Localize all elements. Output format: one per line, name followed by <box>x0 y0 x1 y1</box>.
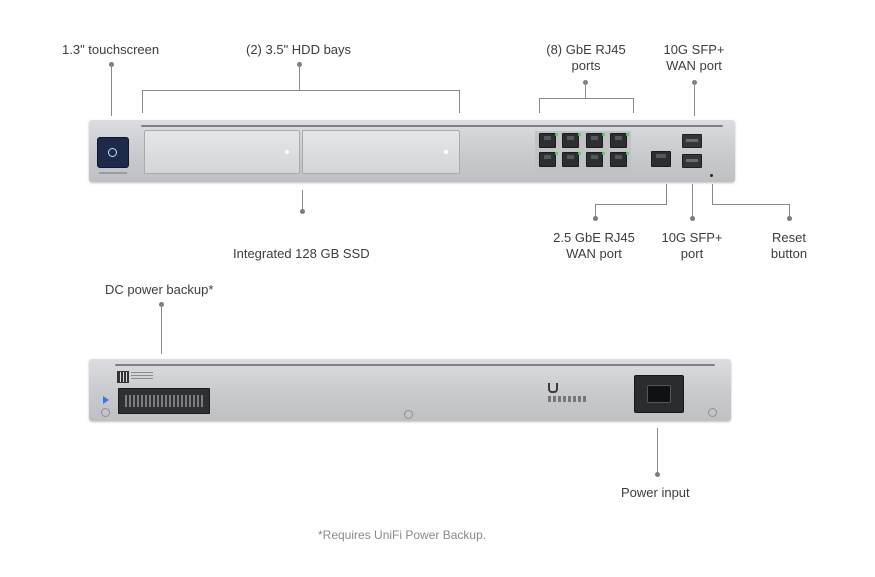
dc-power-connector[interactable] <box>118 388 210 414</box>
rear-screw-right <box>708 408 717 417</box>
hdd-bays-leader <box>299 64 300 90</box>
screen-ring-icon <box>108 148 117 157</box>
gbe-port-2[interactable] <box>562 133 581 148</box>
hdd-bays-label: (2) 3.5" HDD bays <box>246 42 352 57</box>
gbe-ports-leader <box>585 82 586 98</box>
rj45-wan-leader-v2 <box>595 204 596 218</box>
gbe-port-1[interactable] <box>539 133 558 148</box>
reset-leader-h <box>712 204 790 205</box>
iec-inlet-graphic <box>647 385 671 403</box>
front-panel <box>89 120 735 182</box>
connector-pins-graphic <box>125 395 203 407</box>
hdd-bay-1-led <box>285 150 289 154</box>
power-input-label: Power input <box>621 485 690 500</box>
reset-label: Reset button <box>770 230 808 261</box>
reset-leader-dot <box>787 216 792 221</box>
rj45-wan-leader-v <box>666 184 667 204</box>
gbe-port-6[interactable] <box>562 152 581 167</box>
reset-leader-v2 <box>789 204 790 218</box>
rear-screw-left <box>101 408 110 417</box>
sfp-wan-label: 10G SFP+ WAN port <box>663 42 725 73</box>
sfp-port-leader <box>692 184 693 218</box>
model-badge-graphic <box>99 172 127 174</box>
gbe-port-4[interactable] <box>610 133 629 148</box>
ssd-leader-dot <box>300 209 305 214</box>
gbe-ports-label: (8) GbE RJ45 ports <box>546 42 626 73</box>
dc-backup-leader <box>161 304 162 354</box>
rj45-wan-label: 2.5 GbE RJ45 WAN port <box>553 230 635 261</box>
gbe-port-7[interactable] <box>586 152 605 167</box>
ubiquiti-u-icon <box>548 383 558 393</box>
hdd-bay-2-led <box>444 150 448 154</box>
hdd-bay-1[interactable] <box>144 130 300 174</box>
ssd-label: Integrated 128 GB SSD <box>233 246 370 261</box>
front-groove <box>141 125 723 127</box>
rear-panel <box>89 359 731 421</box>
hdd-bay-2[interactable] <box>302 130 460 174</box>
gbe-port-5[interactable] <box>539 152 558 167</box>
sfp-wan-leader <box>694 82 695 116</box>
rear-screw-center <box>404 410 413 419</box>
reset-button[interactable] <box>710 174 713 177</box>
footnote: *Requires UniFi Power Backup. <box>318 528 487 542</box>
sfp-port-leader-dot <box>690 216 695 221</box>
touchscreen-leader <box>111 64 112 116</box>
touchscreen-display[interactable] <box>97 137 129 168</box>
rj45-wan-leader-dot <box>593 216 598 221</box>
gbe-port-3[interactable] <box>586 133 605 148</box>
hdd-bays-bracket <box>142 90 460 113</box>
touchscreen-label: 1.3" touchscreen <box>62 42 160 57</box>
rj45-wan-leader-h <box>595 204 667 205</box>
rear-groove <box>115 364 715 366</box>
label-text-graphic <box>131 372 153 380</box>
gbe-port-8[interactable] <box>610 152 629 167</box>
ssd-leader <box>302 190 303 210</box>
dc-arrow-icon <box>103 396 109 404</box>
power-input-leader <box>657 428 658 474</box>
sfp-port-label: 10G SFP+ port <box>661 230 723 261</box>
power-input-socket[interactable] <box>634 375 684 413</box>
gbe-port-block <box>535 131 631 171</box>
regulatory-marks-graphic <box>548 396 586 402</box>
gbe-ports-bracket <box>539 98 634 113</box>
dc-backup-label: DC power backup* <box>105 282 214 297</box>
rj45-wan-port[interactable] <box>651 151 671 167</box>
sfp-port[interactable] <box>682 154 702 168</box>
power-input-leader-dot <box>655 472 660 477</box>
qr-code-graphic <box>117 371 129 383</box>
sfp-wan-port[interactable] <box>682 134 702 148</box>
reset-leader-v <box>712 184 713 204</box>
